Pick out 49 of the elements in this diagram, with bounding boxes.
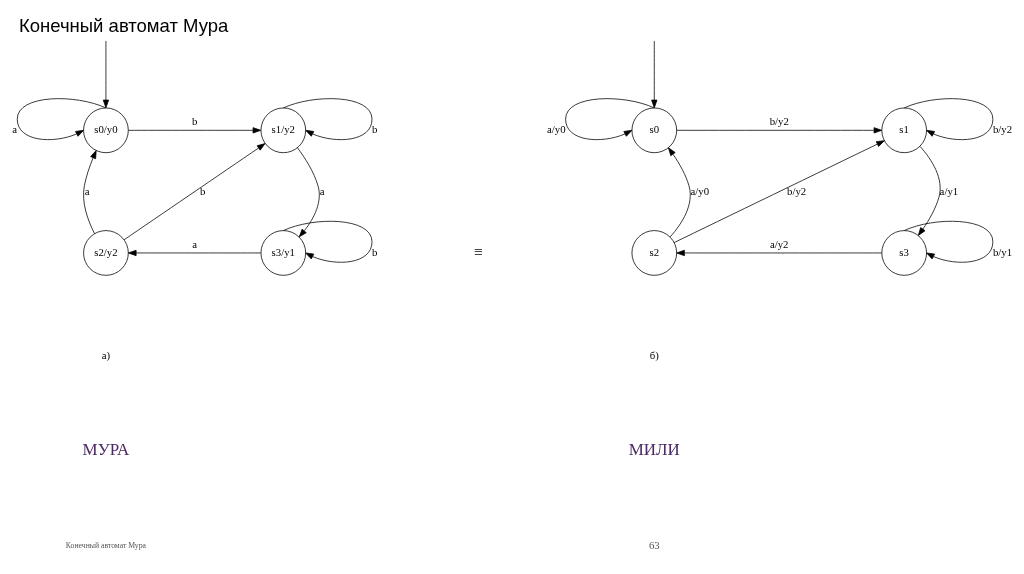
arrow [651,40,658,109]
edge-label: a/y0 [690,184,710,197]
edge-label: b [200,184,206,197]
arrow [917,146,941,236]
arrow [83,150,97,235]
node-circle: s1/y2 [260,107,307,154]
arrow [903,98,994,140]
arrow [668,147,691,238]
edge-label: a [192,237,198,250]
edge-label: b [191,115,198,128]
label: МУРА [82,440,130,460]
arrow [673,140,885,243]
label: ≡ [474,242,483,260]
arrow [16,98,110,140]
node-circle: s1 [881,107,927,154]
node-circle: s2 [631,230,678,276]
label: 63 [648,538,660,551]
arrow [676,249,883,257]
node-circle: s3 [881,230,927,276]
edge-label: b/y2 [769,115,789,128]
edge-label: b/y2 [992,123,1013,136]
arrow [297,147,320,238]
arrow [903,220,994,263]
node-circle: s2/y2 [83,230,129,276]
diagram-title: Конечный автомат Мура [19,14,229,36]
arrow [128,249,262,257]
arrow [128,127,262,134]
arrow [676,127,883,134]
node-circle: s0 [631,107,678,154]
edge-label: a [84,184,90,197]
edge-label: a [12,123,17,136]
arrow [282,98,373,140]
arrow [282,220,373,263]
edge-label: b [372,123,378,136]
label: Конечный автомат Мура [65,540,146,550]
edge-label: b/y1 [992,245,1013,258]
label: б) [649,349,659,362]
edge-label: a/y1 [939,184,959,197]
label: МИЛИ [628,440,680,460]
arrow [102,40,110,109]
edge-label: b/y2 [787,184,807,197]
arrow [565,98,658,140]
edge-label: a/y2 [769,237,789,250]
label: а) [101,349,111,362]
edge-label: a [319,184,325,197]
node-circle: s0/y0 [83,107,129,154]
edge-label: b [372,245,378,258]
arrow [123,143,266,241]
edge-label: a/y0 [547,123,566,136]
